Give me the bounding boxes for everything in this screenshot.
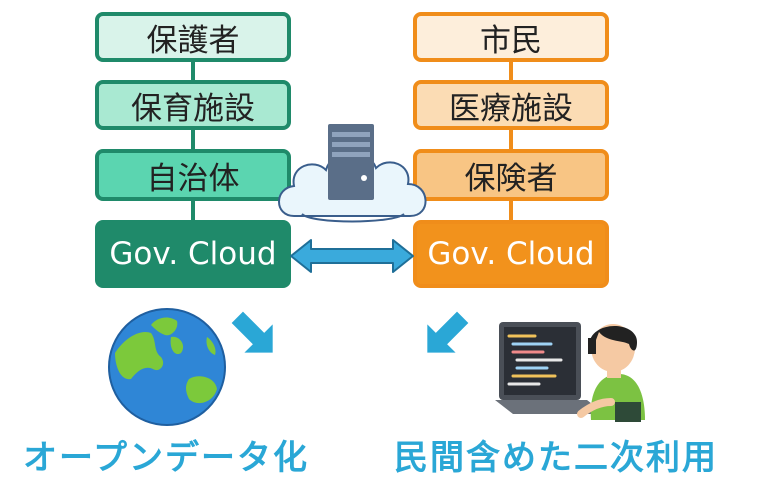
- right-stack-item-medical-facility: 医療施設: [413, 80, 609, 130]
- down-left-arrow-icon: [231, 311, 273, 353]
- globe-icon: [108, 308, 226, 426]
- cloud-server-icon: [278, 124, 427, 223]
- down-right-arrow-icon: [427, 311, 469, 353]
- right-stack-connector: [509, 60, 513, 220]
- left-stack-item-childcare-facility: 保育施設: [95, 80, 291, 130]
- exchange-double-arrow-icon: [290, 239, 414, 273]
- secondary-use-caption: 民間含めた二次利用: [394, 438, 718, 478]
- left-stack-item-guardians: 保護者: [95, 12, 291, 62]
- left-stack-item-municipality: 自治体: [95, 149, 291, 201]
- right-stack-item-citizens: 市民: [413, 12, 609, 62]
- left-gov-cloud-box: Gov. Cloud: [95, 220, 291, 288]
- left-stack-connector: [191, 60, 195, 220]
- right-stack-item-insurer: 保険者: [413, 149, 609, 201]
- right-gov-cloud-box: Gov. Cloud: [413, 220, 609, 288]
- person-at-laptop-icon: [495, 322, 645, 422]
- open-data-caption: オープンデータ化: [23, 438, 309, 478]
